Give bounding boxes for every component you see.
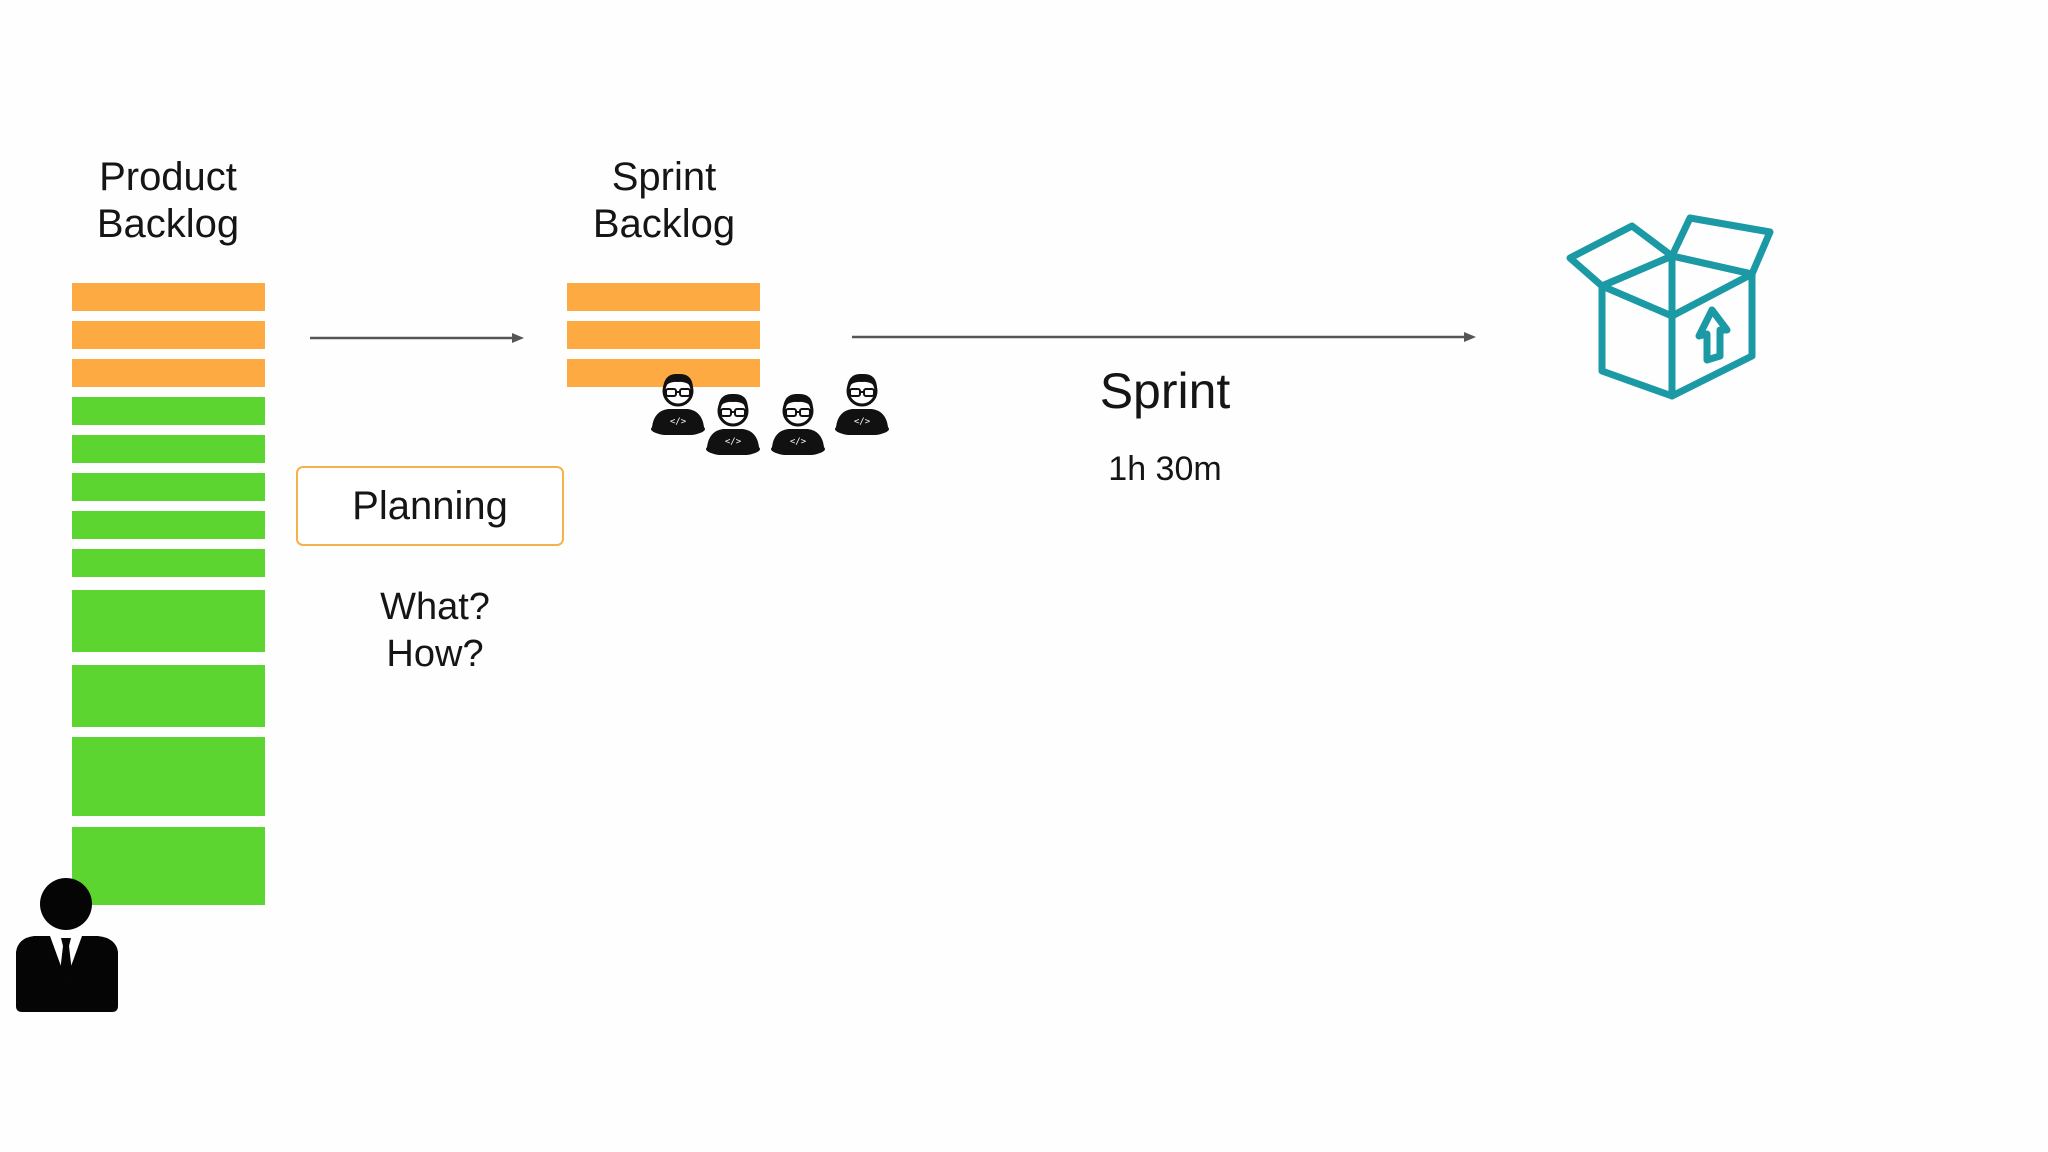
backlog-item[interactable] <box>72 511 265 539</box>
sprint-label: Sprint <box>1099 363 1231 419</box>
open-box-upload-icon <box>1566 214 1774 400</box>
backlog-item[interactable] <box>72 827 265 905</box>
sprint-backlog-title-line1: Sprint <box>611 155 717 199</box>
svg-text:</>: </> <box>854 417 871 427</box>
sprint-backlog-title-line2: Backlog <box>592 202 736 246</box>
backlog-item[interactable] <box>72 397 265 425</box>
backlog-item[interactable] <box>72 359 265 387</box>
planning-box[interactable]: Planning <box>296 466 564 546</box>
developer-icon: </> <box>706 393 760 455</box>
planning-arrow <box>310 333 524 343</box>
svg-text:</>: </> <box>670 417 687 427</box>
product-owner-icon <box>16 878 118 1012</box>
sprint-backlog-title: Sprint Backlog <box>514 154 814 248</box>
backlog-item[interactable] <box>72 737 265 816</box>
svg-text:</>: </> <box>790 437 807 447</box>
sprint-backlog-item[interactable] <box>567 321 760 349</box>
backlog-item[interactable] <box>72 665 265 727</box>
backlog-item[interactable] <box>72 283 265 311</box>
developer-icon: </> <box>651 373 705 435</box>
backlog-item[interactable] <box>72 473 265 501</box>
backlog-item[interactable] <box>72 321 265 349</box>
sprint-backlog-item[interactable] <box>567 359 760 387</box>
backlog-item[interactable] <box>72 435 265 463</box>
backlog-item[interactable] <box>72 590 265 652</box>
sprint-arrow <box>852 332 1476 342</box>
planning-question-what: What? <box>380 586 490 628</box>
planning-question-how: How? <box>386 633 484 675</box>
svg-text:</>: </> <box>725 437 742 447</box>
developer-icon: </> <box>771 393 825 455</box>
sprint-backlog-item[interactable] <box>567 283 760 311</box>
planning-label: Planning <box>352 483 508 528</box>
product-backlog <box>72 283 265 905</box>
product-backlog-title-line2: Backlog <box>96 202 240 246</box>
product-backlog-title-line1: Product <box>99 155 237 199</box>
backlog-item[interactable] <box>72 549 265 577</box>
sprint-backlog <box>567 283 760 389</box>
product-backlog-title: Product Backlog <box>18 154 318 248</box>
planning-questions: What? How? <box>335 584 535 678</box>
sprint-duration: 1h 30m <box>1108 450 1222 488</box>
developer-icon: </> <box>835 373 889 435</box>
